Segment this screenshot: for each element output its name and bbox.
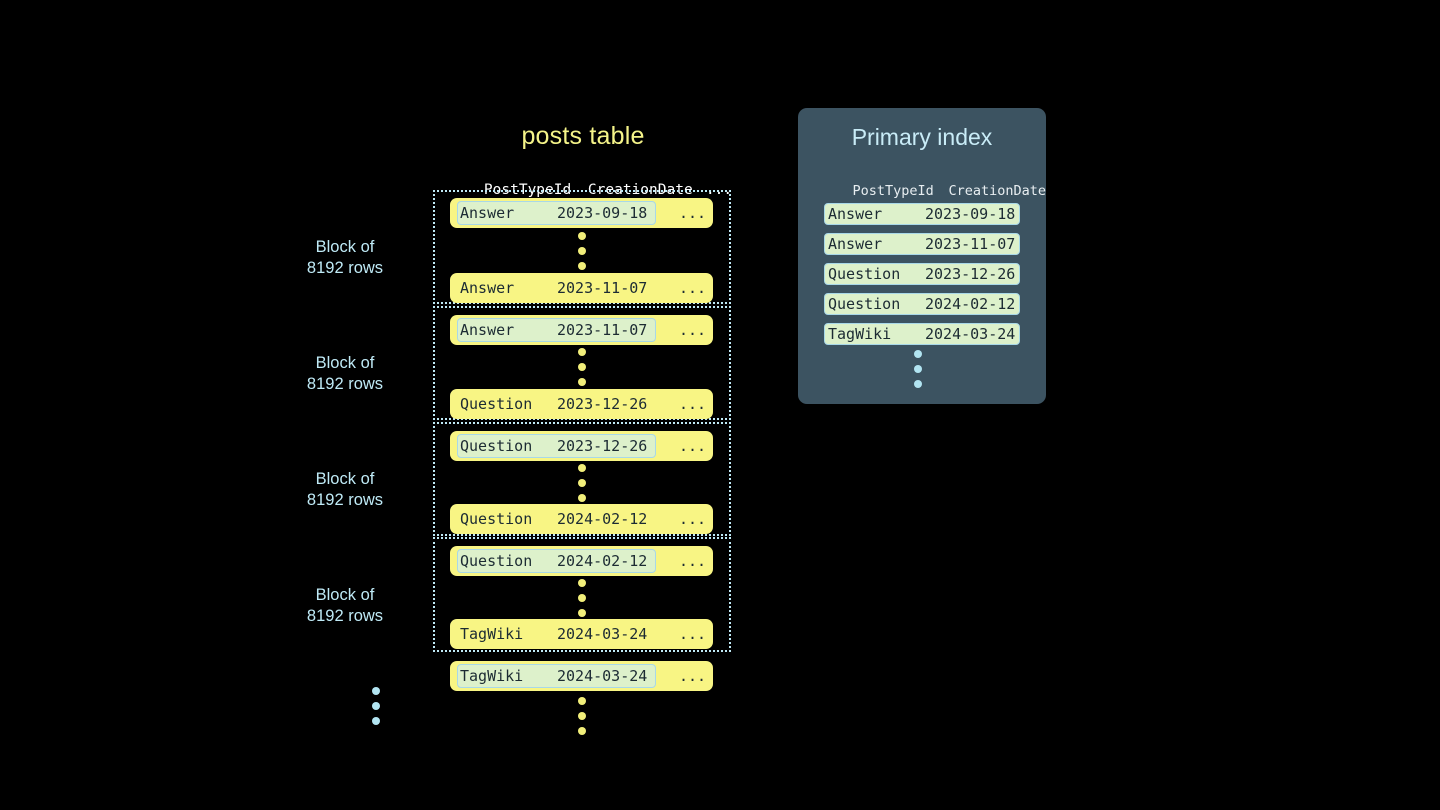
row-gap-dots	[577, 464, 587, 502]
block-3-label-line1: Block of	[315, 470, 375, 488]
row-highlight-box: Answer 2023-11-07	[457, 318, 656, 342]
table-row[interactable]: Question 2024-02-12...	[450, 504, 713, 534]
index-row[interactable]: TagWiki 2024-03-24	[824, 323, 1020, 345]
block-1	[433, 190, 731, 304]
cell-creationdate: 2023-09-18	[557, 204, 648, 222]
cell-creationdate: 2024-02-12	[557, 510, 648, 528]
row-gap-dots	[577, 232, 587, 270]
primary-index-title: Primary index	[851, 124, 993, 150]
block-1-label-line2: 8192 rows	[306, 259, 384, 277]
table-row[interactable]: TagWiki 2024-03-24...	[450, 619, 713, 649]
block-2	[433, 306, 731, 420]
table-row[interactable]: Answer 2023-09-18...	[450, 198, 713, 228]
cell-posttypeid: Question	[460, 437, 533, 455]
index-row[interactable]: Answer 2023-11-07	[824, 233, 1020, 255]
cell-creationdate: 2024-02-12	[925, 295, 1016, 313]
cell-creationdate: 2024-03-24	[557, 667, 648, 685]
block-2-label-line1: Block of	[315, 354, 375, 372]
row-highlight-box: Question 2024-02-12	[457, 549, 656, 573]
cell-posttypeid: Answer	[828, 205, 883, 223]
column-header-creationdate: CreationDate	[948, 183, 1047, 199]
cell-creationdate: 2024-02-12	[557, 552, 648, 570]
posts-table-title: posts table	[521, 122, 645, 150]
cell-creationdate: 2024-03-24	[925, 325, 1016, 343]
row-highlight-box: Question 2023-12-26	[457, 434, 656, 458]
cell-creationdate: 2023-12-26	[925, 265, 1016, 283]
cell-creationdate: 2023-12-26	[557, 395, 648, 413]
cell-creationdate: 2023-12-26	[557, 437, 648, 455]
cell-ellipsis: ...	[679, 625, 707, 643]
cell-posttypeid: Question	[460, 395, 533, 413]
row-highlight-box: Answer 2023-09-18	[457, 201, 656, 225]
index-row[interactable]: Answer 2023-09-18	[824, 203, 1020, 225]
cell-posttypeid: Answer	[460, 279, 515, 297]
block-4-label-line2: 8192 rows	[306, 607, 384, 625]
table-row[interactable]: Question 2024-02-12...	[450, 546, 713, 576]
cell-ellipsis: ...	[679, 204, 707, 222]
block-1-label-line1: Block of	[315, 238, 375, 256]
primary-index-column-headers: PostTypeId CreationDate	[820, 167, 1047, 215]
table-row[interactable]: Answer 2023-11-07...	[450, 315, 713, 345]
cell-creationdate: 2024-03-24	[557, 625, 648, 643]
cell-ellipsis: ...	[679, 667, 707, 685]
cell-creationdate: 2023-11-07	[925, 235, 1016, 253]
row-cells: TagWiki 2024-03-24	[457, 622, 656, 646]
cell-creationdate: 2023-11-07	[557, 279, 648, 297]
row-gap-dots	[577, 348, 587, 386]
cell-ellipsis: ...	[679, 279, 707, 297]
cell-posttypeid: Answer	[460, 321, 515, 339]
index-row[interactable]: Question 2024-02-12	[824, 293, 1020, 315]
table-row[interactable]: Answer 2023-11-07...	[450, 273, 713, 303]
cell-ellipsis: ...	[679, 552, 707, 570]
row-cells: Question 2023-12-26	[457, 392, 656, 416]
cell-ellipsis: ...	[679, 437, 707, 455]
cell-posttypeid: Question	[828, 265, 901, 283]
block-3-label: Block of 8192 rows	[270, 469, 420, 511]
block-3-label-line2: 8192 rows	[306, 491, 384, 509]
cell-ellipsis: ...	[679, 510, 707, 528]
block-4	[433, 537, 731, 652]
row-cells: Answer 2023-11-07	[457, 276, 656, 300]
blocks-continuation-dots	[371, 687, 381, 725]
block-2-label-line2: 8192 rows	[306, 375, 384, 393]
table-row[interactable]: Question 2023-12-26...	[450, 389, 713, 419]
row-highlight-box: TagWiki 2024-03-24	[457, 664, 656, 688]
index-row[interactable]: Question 2023-12-26	[824, 263, 1020, 285]
table-continuation-dots	[577, 697, 587, 735]
primary-index-panel: Primary index PostTypeId CreationDate Ans…	[798, 108, 1046, 404]
cell-posttypeid: Question	[460, 552, 533, 570]
cell-posttypeid: TagWiki	[460, 667, 524, 685]
cell-ellipsis: ...	[679, 321, 707, 339]
cell-posttypeid: Answer	[460, 204, 515, 222]
row-gap-dots	[577, 579, 587, 617]
block-4-label: Block of 8192 rows	[270, 585, 420, 627]
cell-posttypeid: Question	[828, 295, 901, 313]
index-continuation-dots	[913, 350, 923, 388]
cell-ellipsis: ...	[679, 395, 707, 413]
cell-posttypeid: Answer	[828, 235, 883, 253]
block-4-label-line1: Block of	[315, 586, 375, 604]
cell-posttypeid: Question	[460, 510, 533, 528]
table-row[interactable]: Question 2023-12-26...	[450, 431, 713, 461]
row-cells: Question 2024-02-12	[457, 507, 656, 531]
cell-creationdate: 2023-09-18	[925, 205, 1016, 223]
cell-posttypeid: TagWiki	[828, 325, 892, 343]
cell-posttypeid: TagWiki	[460, 625, 524, 643]
block-3	[433, 422, 731, 536]
block-2-label: Block of 8192 rows	[270, 353, 420, 395]
table-row[interactable]: TagWiki 2024-03-24...	[450, 661, 713, 691]
column-header-posttypeid: PostTypeId	[852, 183, 934, 199]
block-1-label: Block of 8192 rows	[270, 237, 420, 279]
cell-creationdate: 2023-11-07	[557, 321, 648, 339]
